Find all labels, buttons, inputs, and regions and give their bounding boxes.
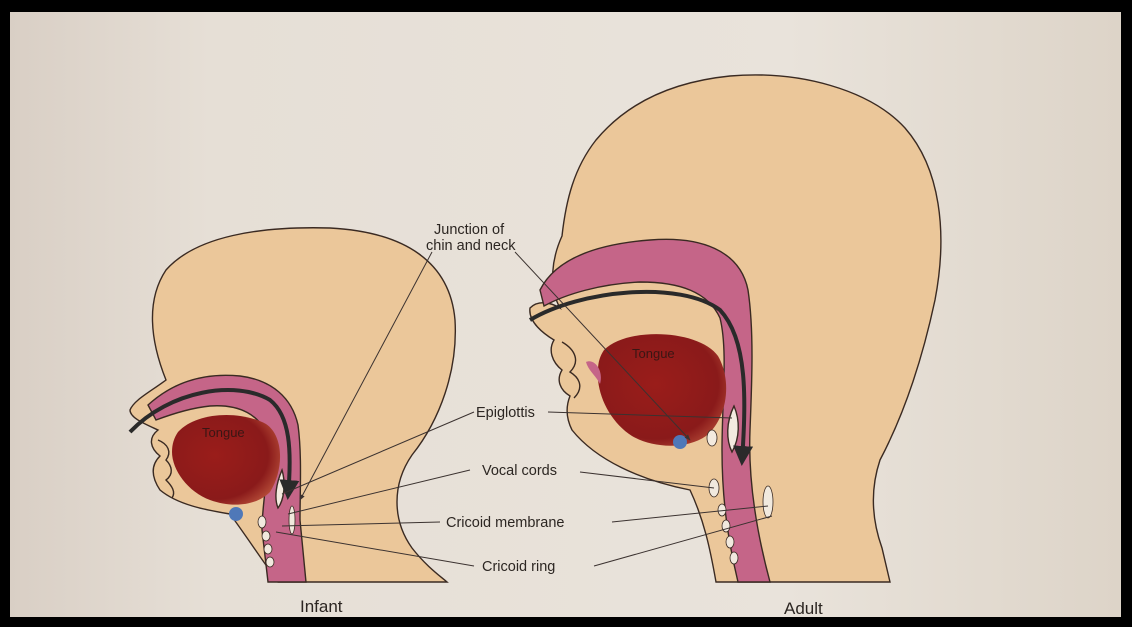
adult-tongue-label: Tongue bbox=[632, 346, 675, 361]
caption-adult: Adult bbox=[784, 599, 823, 618]
infant-cricoid-marker bbox=[229, 507, 243, 521]
label-cricoid-ring: Cricoid ring bbox=[482, 559, 555, 575]
label-epiglottis: Epiglottis bbox=[476, 405, 535, 421]
adult-hyoid bbox=[707, 430, 717, 446]
adult-cricoid-marker bbox=[673, 435, 687, 449]
label-vocal-cords: Vocal cords bbox=[482, 463, 557, 479]
label-junction-line1: Junction of bbox=[434, 222, 505, 238]
caption-infant: Infant bbox=[300, 597, 343, 616]
infant-tongue-label: Tongue bbox=[202, 425, 245, 440]
label-cricoid-membrane: Cricoid membrane bbox=[446, 515, 564, 531]
label-junction-line2: chin and neck bbox=[426, 238, 516, 254]
